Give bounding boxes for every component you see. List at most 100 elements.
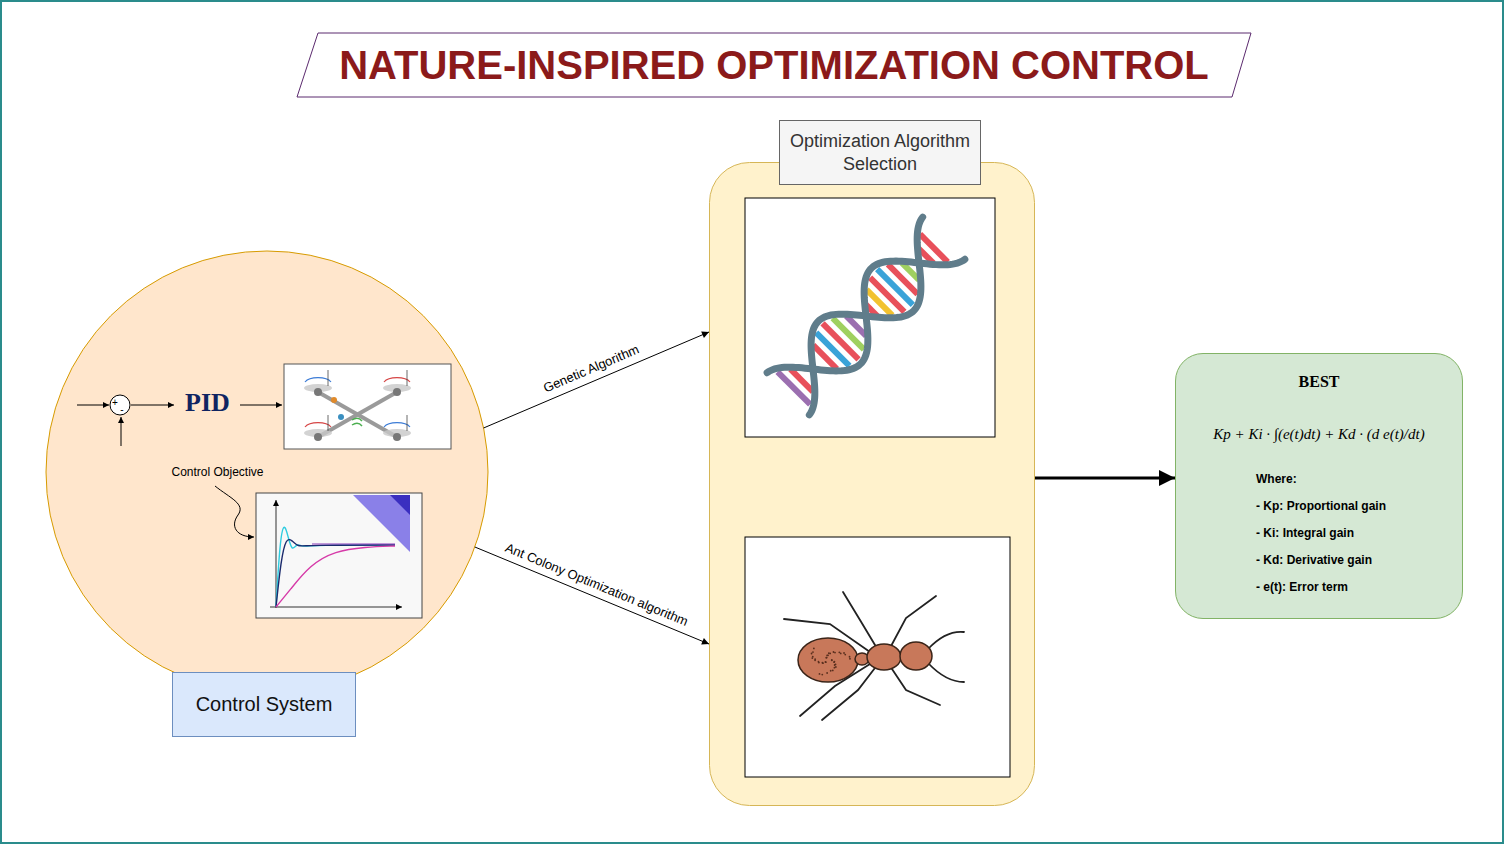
base-pair (833, 318, 864, 349)
ant-texture (838, 651, 840, 653)
ant-texture (825, 661, 827, 663)
objective-leader (215, 486, 254, 537)
ant-texture (827, 654, 829, 656)
motor (393, 433, 401, 441)
signal-wire (131, 405, 174, 406)
corner-triangle (353, 495, 410, 552)
ant-texture (849, 656, 851, 658)
ant-texture (822, 662, 824, 664)
ant-texture (849, 658, 851, 660)
base-pair (813, 345, 837, 369)
ant-texture (831, 659, 833, 661)
ant-texture (834, 667, 836, 669)
ant-texture (840, 652, 842, 654)
title-banner (297, 33, 1251, 97)
signal-wire (77, 405, 109, 406)
corner-triangle (390, 495, 410, 515)
signal-wire (240, 405, 282, 406)
base-pair (867, 290, 893, 316)
x-axis (270, 607, 402, 608)
body-marker (331, 397, 337, 403)
gain-definition: - Kd: Derivative gain (1186, 547, 1452, 574)
edge-label: Ant Colony Optimization algorithm (503, 539, 691, 629)
control-system-circle: PIDControl ObjectiveControl System (45, 250, 489, 694)
title-box: NATURE-INSPIRED OPTIMIZATION CONTROL (297, 33, 1251, 97)
dna-strand (767, 217, 965, 415)
base-pair (816, 333, 849, 366)
free-label-holder: - (120, 405, 123, 415)
response-curve (276, 540, 395, 607)
base-pair (790, 369, 812, 391)
thrust-vector (328, 370, 329, 386)
rotor-blade (304, 384, 332, 392)
base-pair (888, 264, 918, 294)
ant-texture (834, 652, 836, 654)
rotation-arrow (384, 378, 410, 382)
connector-arrow (1035, 477, 1175, 480)
node-label: PID (185, 387, 230, 420)
ant-texture (829, 653, 831, 655)
ant-texture (811, 653, 813, 655)
ant-leg (800, 664, 870, 716)
dna-strand (767, 217, 965, 415)
summing-junction (110, 395, 130, 415)
ant-texture (833, 661, 835, 663)
algorithm-selection-heading-box: Optimization Algorithm Selection (779, 120, 981, 185)
base-pair (877, 269, 913, 305)
thrust-vector (407, 370, 408, 386)
ant-texture (818, 661, 820, 663)
motor (314, 433, 322, 441)
ant-leg (822, 664, 878, 720)
motor (393, 388, 401, 396)
response-curve (276, 546, 395, 607)
ant-leg (890, 596, 936, 648)
node-outline (709, 162, 1035, 806)
edge-label-holder: Genetic Algorithm (541, 341, 642, 396)
control-system-label-box: Control System (172, 672, 356, 737)
ant-texture (811, 657, 813, 659)
ant-texture (812, 651, 814, 653)
ant-texture (812, 656, 814, 658)
motor (314, 388, 322, 396)
ant-texture (825, 657, 827, 659)
ant-leg (843, 592, 878, 650)
reference-line (312, 543, 395, 544)
y-axis (276, 500, 277, 608)
ant-body (900, 642, 932, 670)
dna-helix (767, 217, 965, 415)
signal-wire (121, 417, 122, 446)
figure-frame (256, 493, 422, 618)
body-marker (338, 414, 344, 420)
ant-texture (819, 673, 821, 675)
node-label: Optimization Algorithm Selection (788, 130, 972, 175)
base-pair (866, 304, 878, 316)
ant-body (798, 638, 858, 682)
ant-texture (832, 670, 834, 672)
free-label-holder: + (112, 398, 118, 408)
ant-texture (821, 662, 823, 664)
ant-leg (784, 619, 870, 652)
thrust-vector (328, 415, 329, 431)
connector-arrow (484, 332, 709, 428)
rotor-blade (383, 384, 411, 392)
block-diagram-wires (77, 395, 282, 446)
gain-definition: - Ki: Integral gain (1186, 520, 1452, 547)
ant-texture (834, 661, 836, 663)
ant-leg (928, 632, 964, 649)
result-heading: BEST (1186, 372, 1452, 392)
junction-sign: + (112, 398, 118, 408)
ant-body (867, 644, 901, 670)
ant-leg (890, 666, 940, 705)
diagram-title: NATURE-INSPIRED OPTIMIZATION CONTROL (339, 43, 1209, 88)
ant-texture (826, 672, 828, 674)
ant-texture (821, 674, 823, 676)
base-pair (920, 234, 948, 262)
ant-texture (826, 654, 828, 656)
where-heading: Where: (1186, 466, 1452, 493)
ant-texture (830, 670, 832, 672)
base-pair (778, 372, 811, 405)
ant-texture (814, 659, 816, 661)
genetic-algorithm-frame (745, 198, 995, 437)
ant-colony-frame (745, 537, 1010, 777)
